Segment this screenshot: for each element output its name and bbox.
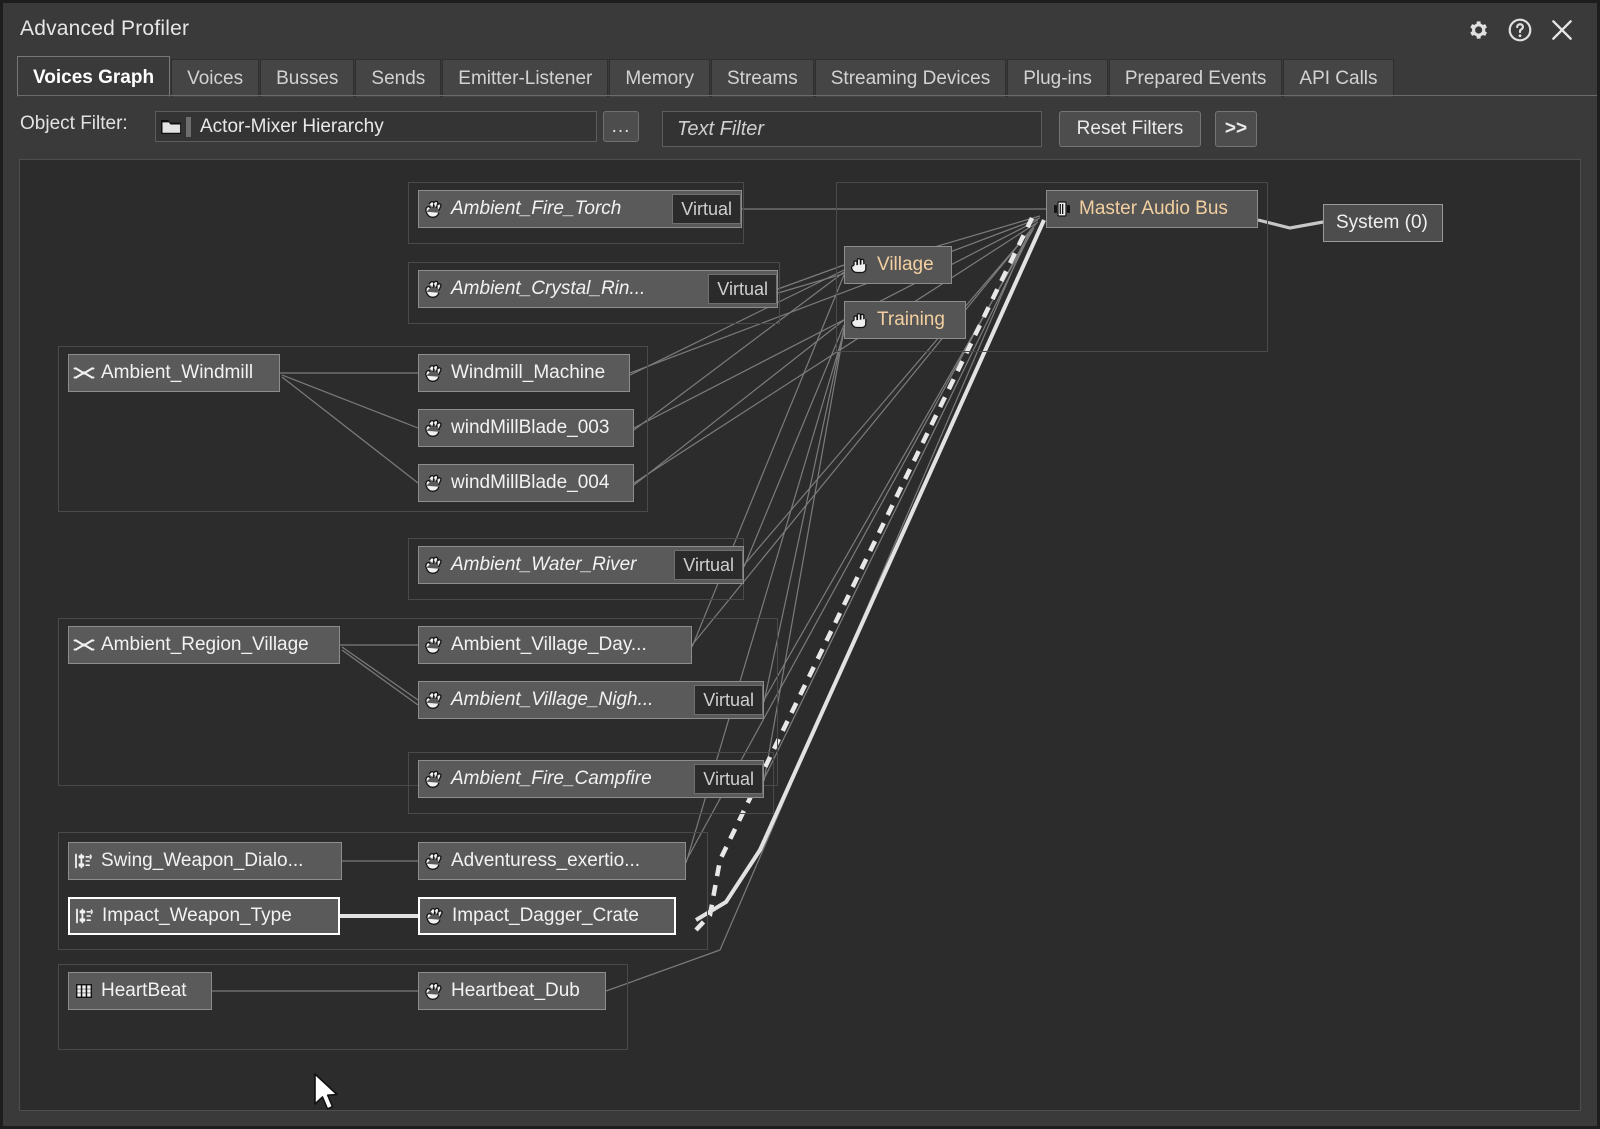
node-label: Ambient_Water_River — [451, 554, 637, 575]
expand-filters-button[interactable]: >> — [1215, 111, 1257, 147]
field-separator — [186, 116, 191, 137]
object-filter-label: Object Filter: — [20, 113, 128, 134]
node-label: windMillBlade_003 — [451, 417, 610, 438]
node-label: Village — [877, 254, 934, 275]
n-training[interactable]: Training — [844, 301, 966, 339]
tab-sends[interactable]: Sends — [355, 59, 442, 97]
switch-container-icon — [70, 898, 100, 934]
n-ambient-village-day[interactable]: Ambient_Village_Day... — [418, 626, 692, 664]
node-label: Ambient_Village_Nigh... — [451, 689, 654, 710]
virtual-badge: Virtual — [674, 550, 743, 580]
node-label: Ambient_Fire_Torch — [451, 198, 622, 219]
sound-voice-icon — [419, 761, 449, 797]
sound-voice-icon — [419, 627, 449, 663]
node-label: HeartBeat — [101, 980, 187, 1001]
tab-emitter-listener[interactable]: Emitter-Listener — [442, 59, 609, 97]
switch-container-icon — [69, 843, 99, 879]
tab-busses[interactable]: Busses — [260, 59, 355, 97]
tab-memory[interactable]: Memory — [609, 59, 710, 97]
sound-voice-icon — [419, 682, 449, 718]
virtual-badge: Virtual — [672, 194, 741, 224]
n-village[interactable]: Village — [844, 246, 952, 284]
tab-underline — [17, 95, 1597, 96]
sound-voice-icon — [419, 355, 449, 391]
window-title: Advanced Profiler — [20, 17, 190, 40]
object-filter-browse-button[interactable]: ... — [603, 111, 639, 142]
settings-icon[interactable] — [1462, 15, 1492, 45]
n-ambient-fire-torch[interactable]: Ambient_Fire_Torch Virtual — [418, 190, 742, 228]
virtual-badge: Virtual — [708, 274, 777, 304]
tab-prepared-events[interactable]: Prepared Events — [1108, 59, 1283, 97]
n-windmillblade-004[interactable]: windMillBlade_004 — [418, 464, 634, 502]
node-label: Swing_Weapon_Dialo... — [101, 850, 304, 871]
node-label: Ambient_Fire_Campfire — [451, 768, 652, 789]
tab-streaming-devices[interactable]: Streaming Devices — [814, 59, 1007, 97]
tab-plug-ins[interactable]: Plug-ins — [1007, 59, 1108, 97]
n-heartbeat[interactable]: HeartBeat — [68, 972, 212, 1010]
node-label: Impact_Weapon_Type — [102, 905, 292, 926]
n-impact-weapon-type[interactable]: Impact_Weapon_Type — [68, 897, 340, 935]
virtual-badge: Virtual — [694, 764, 763, 794]
node-label: Training — [877, 309, 945, 330]
n-adventuress-exertio[interactable]: Adventuress_exertio... — [418, 842, 686, 880]
sound-voice-icon — [419, 547, 449, 583]
close-icon[interactable] — [1547, 15, 1577, 45]
n-master-audio-bus[interactable]: Master Audio Bus — [1046, 190, 1258, 228]
node-label: Windmill_Machine — [451, 362, 606, 383]
node-label: Ambient_Windmill — [101, 362, 254, 383]
n-impact-dagger-crate[interactable]: Impact_Dagger_Crate — [418, 897, 676, 935]
n-heartbeat-dub[interactable]: Heartbeat_Dub — [418, 972, 606, 1010]
help-icon[interactable] — [1505, 15, 1535, 45]
sound-voice-icon — [419, 973, 449, 1009]
tab-voices-graph[interactable]: Voices Graph — [17, 56, 171, 97]
node-label: Impact_Dagger_Crate — [452, 905, 639, 926]
blend-container-icon — [69, 973, 99, 1009]
node-label: Adventuress_exertio... — [451, 850, 641, 871]
node-label: Heartbeat_Dub — [451, 980, 580, 1001]
text-filter-field[interactable]: Text Filter — [662, 111, 1042, 147]
n-ambient-region-village[interactable]: Ambient_Region_Village — [68, 626, 340, 664]
n-ambient-windmill[interactable]: Ambient_Windmill — [68, 354, 280, 392]
node-label: Ambient_Crystal_Rin... — [451, 278, 646, 299]
tab-voices[interactable]: Voices — [171, 59, 260, 97]
aux-bus-icon — [845, 302, 875, 338]
n-system[interactable]: System (0) — [1323, 204, 1443, 242]
sound-voice-icon — [419, 191, 449, 227]
n-ambient-crystal-ring[interactable]: Ambient_Crystal_Rin... Virtual — [418, 270, 778, 308]
text-filter-placeholder: Text Filter — [677, 117, 765, 140]
audio-bus-icon — [1047, 191, 1077, 227]
sound-voice-icon — [419, 843, 449, 879]
object-filter-field[interactable]: Actor-Mixer Hierarchy — [155, 111, 597, 142]
n-ambient-village-night[interactable]: Ambient_Village_Nigh... Virtual — [418, 681, 764, 719]
node-label: windMillBlade_004 — [451, 472, 610, 493]
node-label: System (0) — [1336, 212, 1428, 233]
folder-icon — [156, 118, 186, 136]
n-windmill-machine[interactable]: Windmill_Machine — [418, 354, 630, 392]
node-label: Ambient_Village_Day... — [451, 634, 647, 655]
tab-api-calls[interactable]: API Calls — [1283, 59, 1394, 97]
sound-voice-icon — [420, 898, 450, 934]
random-container-icon — [69, 627, 99, 663]
virtual-badge: Virtual — [694, 685, 763, 715]
random-container-icon — [69, 355, 99, 391]
tab-streams[interactable]: Streams — [711, 59, 814, 97]
sound-voice-icon — [419, 410, 449, 446]
n-ambient-water-river[interactable]: Ambient_Water_River Virtual — [418, 546, 744, 584]
n-windmillblade-003[interactable]: windMillBlade_003 — [418, 409, 634, 447]
reset-filters-button[interactable]: Reset Filters — [1059, 111, 1201, 147]
node-label: Ambient_Region_Village — [101, 634, 309, 655]
object-filter-value: Actor-Mixer Hierarchy — [200, 115, 384, 137]
title-bar: Advanced Profiler — [3, 3, 1597, 55]
n-swing-weapon-dialo[interactable]: Swing_Weapon_Dialo... — [68, 842, 342, 880]
sound-voice-icon — [419, 465, 449, 501]
node-label: Master Audio Bus — [1079, 198, 1228, 219]
n-ambient-fire-campfire[interactable]: Ambient_Fire_Campfire Virtual — [418, 760, 764, 798]
aux-bus-icon — [845, 247, 875, 283]
sound-voice-icon — [419, 271, 449, 307]
